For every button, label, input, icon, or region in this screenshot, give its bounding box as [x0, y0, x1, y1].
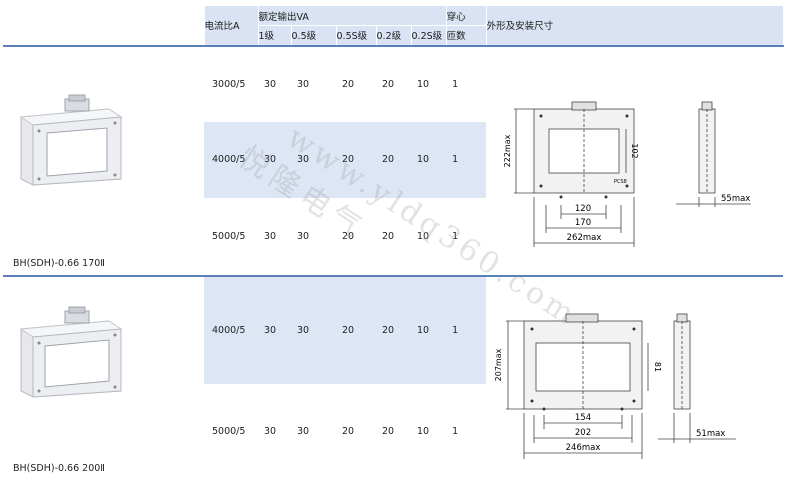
va-cell: 30 — [264, 426, 277, 437]
turns-cell: 1 — [452, 230, 459, 242]
va-cell: 10 — [411, 44, 447, 122]
dim-width: 246max — [566, 443, 601, 453]
va-cell: 30 — [297, 426, 310, 437]
ratio-cell: 3000/5 — [204, 44, 258, 122]
dim-hole-width: 154 — [575, 413, 591, 423]
dim-width: 262max — [567, 233, 602, 243]
ratio-cell: 5000/5 — [212, 426, 246, 437]
ct-product-image — [19, 306, 123, 398]
table-row: 5000/5 30 30 20 20 10 1 — [3, 384, 783, 480]
table-row: 5000/5 30 30 20 20 10 1 — [3, 198, 783, 276]
turns-cell: 1 — [446, 274, 487, 384]
va-cell: 30 — [258, 44, 291, 122]
dimension-drawing-svg: 222max 102 PCS8 120 170 262max 55max — [503, 101, 752, 247]
va-cell: 20 — [376, 274, 411, 384]
va-cell: 20 — [376, 121, 411, 198]
header-class: 1级 — [257, 25, 292, 46]
turns-cell: 1 — [452, 426, 459, 437]
va-cell: 30 — [264, 230, 277, 242]
table-row: BH(SDH)-0.66 170Ⅱ 3000/5 30 30 20 20 10 … — [3, 44, 784, 276]
header-blank — [3, 5, 204, 46]
product-name: BH(SDH)-0.66 170Ⅱ — [13, 257, 105, 269]
dim-window-height: 81 — [653, 361, 662, 371]
header-row-1: 电流比A 额定输出VA 穿心 外形及安装尺寸 — [3, 5, 784, 46]
header-turns-top: 穿心 — [445, 5, 487, 26]
va-cell: 20 — [336, 44, 376, 122]
va-cell: 30 — [258, 121, 291, 198]
va-cell: 10 — [411, 121, 447, 198]
va-cell: 30 — [297, 230, 310, 242]
va-cell: 20 — [382, 230, 395, 242]
dim-depth: 51max — [696, 429, 725, 439]
ratio-cell: 4000/5 — [204, 274, 258, 384]
dim-mount-width: 170 — [575, 218, 591, 228]
dimension-drawing-1: 222max 102 PCS8 120 170 262max 55max — [486, 44, 784, 276]
header-rated-output: 额定输出VA — [257, 5, 447, 26]
turns-cell: 1 — [446, 44, 487, 122]
header-ratio: 电流比A — [203, 5, 259, 46]
header-dimensions: 外形及安装尺寸 — [485, 5, 784, 46]
dim-mark: PCS8 — [614, 179, 627, 185]
header-class: 0.5级 — [290, 25, 337, 46]
header-class: 0.2级 — [375, 25, 412, 46]
va-cell: 30 — [258, 274, 291, 384]
va-cell: 30 — [291, 121, 336, 198]
va-cell: 30 — [291, 44, 336, 122]
table-row: BH(SDH)-0.66 200Ⅱ 4000/5 30 30 20 20 10 … — [3, 274, 784, 480]
dim-hole-width: 120 — [575, 204, 591, 214]
product-name: BH(SDH)-0.66 200Ⅱ — [13, 462, 105, 474]
va-cell: 30 — [291, 274, 336, 384]
header-class: 0.2S级 — [410, 25, 447, 46]
dimension-drawing-svg: 207max 81 154 202 246max 51max — [494, 313, 737, 459]
dim-height: 207max — [494, 348, 503, 381]
header-class: 0.5S级 — [335, 25, 377, 46]
ct-product-image — [19, 94, 123, 186]
dim-depth: 55max — [721, 194, 750, 204]
product-cell: BH(SDH)-0.66 170Ⅱ — [3, 44, 204, 276]
va-cell: 20 — [342, 426, 355, 437]
va-cell: 20 — [382, 426, 395, 437]
spec-table: 电流比A 额定输出VA 穿心 外形及安装尺寸 1级 0.5级 0.5S级 0.2… — [3, 5, 784, 480]
va-cell: 10 — [411, 274, 447, 384]
turns-cell: 1 — [446, 121, 487, 198]
dimension-drawing-2: 207max 81 154 202 246max 51max — [486, 274, 784, 480]
va-cell: 10 — [417, 230, 430, 242]
va-cell: 10 — [417, 426, 430, 437]
ratio-cell: 5000/5 — [212, 230, 246, 242]
va-cell: 20 — [342, 230, 355, 242]
product-cell: BH(SDH)-0.66 200Ⅱ — [3, 274, 204, 480]
header-turns-bottom: 匝数 — [445, 25, 487, 46]
dim-mount-width: 202 — [575, 428, 591, 438]
va-cell: 20 — [336, 121, 376, 198]
va-cell: 20 — [376, 44, 411, 122]
dim-window-height: 102 — [630, 143, 639, 158]
table-row: 4000/5 30 30 20 20 10 1 — [3, 121, 783, 198]
va-cell: 20 — [336, 274, 376, 384]
dim-height: 222max — [503, 134, 512, 167]
ratio-cell: 4000/5 — [204, 121, 258, 198]
